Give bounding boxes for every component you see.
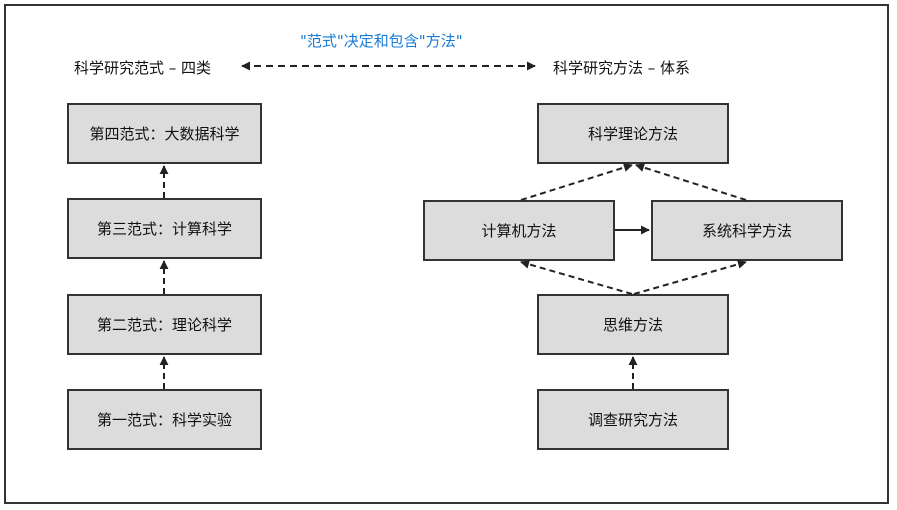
paradigm-box-first: 第一范式：科学实验	[67, 389, 262, 450]
method-box-theory: 科学理论方法	[537, 103, 729, 164]
method-label: 思维方法	[602, 316, 663, 334]
method-label: 计算机方法	[481, 222, 557, 240]
method-label: 科学理论方法	[587, 125, 678, 143]
method-box-systems: 系统科学方法	[651, 200, 843, 261]
method-box-computer: 计算机方法	[423, 200, 615, 261]
paradigm-box-second: 第二范式：理论科学	[67, 294, 262, 355]
paradigm-label: 第三范式：计算科学	[96, 220, 232, 238]
method-label: 调查研究方法	[587, 411, 678, 429]
method-arrow-thinking-to-computer	[520, 259, 633, 295]
method-arrow-thinking-to-systems	[633, 259, 747, 295]
paradigm-label: 第二范式：理论科学	[96, 316, 232, 334]
method-arrow-systems-to-theory	[635, 163, 747, 201]
method-box-survey: 调查研究方法	[537, 389, 729, 450]
method-arrow-computer-to-theory	[520, 163, 633, 201]
paradigm-label: 第一范式：科学实验	[96, 411, 232, 429]
paradigm-label: 第四范式：大数据科学	[89, 125, 240, 143]
paradigm-box-third: 第三范式：计算科学	[67, 198, 262, 259]
relation-label: "范式"决定和包含"方法"	[300, 32, 463, 50]
methods-header: 科学研究方法 – 体系	[553, 59, 691, 77]
method-label: 系统科学方法	[701, 222, 792, 240]
method-box-thinking: 思维方法	[537, 294, 729, 355]
paradigm-box-fourth: 第四范式：大数据科学	[67, 103, 262, 164]
paradigms-header: 科学研究范式 – 四类	[74, 59, 212, 77]
